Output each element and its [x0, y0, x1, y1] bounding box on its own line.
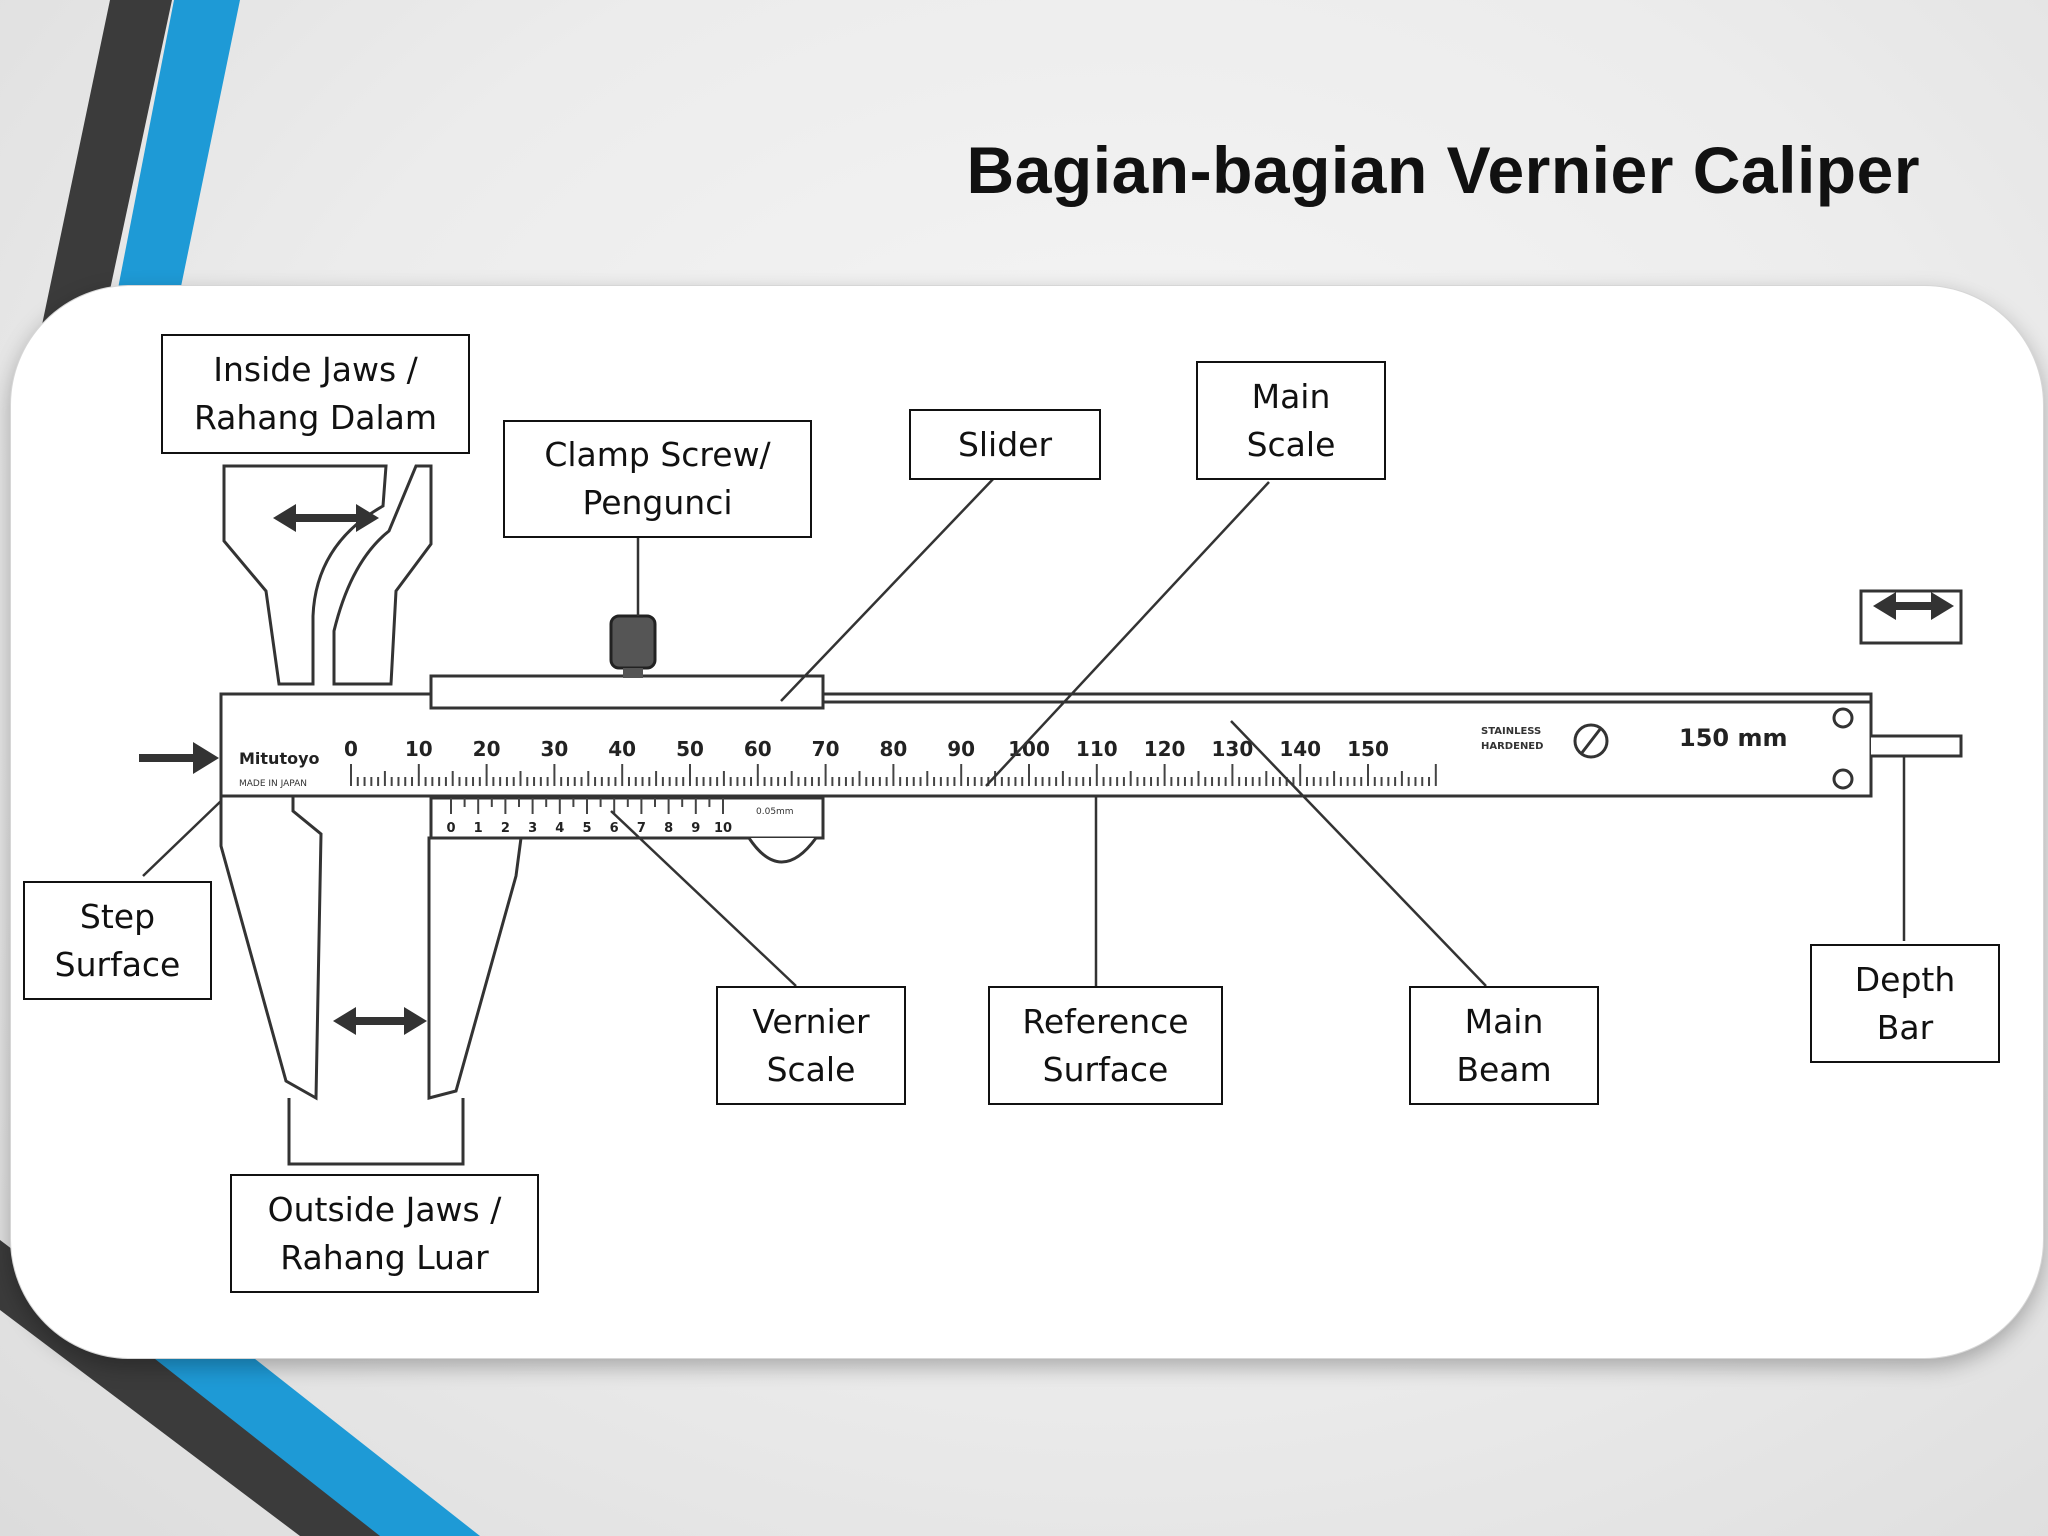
main-scale-number: 140 — [1279, 737, 1321, 761]
vernier-scale-ticks — [450, 798, 724, 814]
main-scale-number: 20 — [473, 737, 501, 761]
outside-jaw-object — [287, 1098, 465, 1166]
inside-jaw-movable — [332, 464, 433, 686]
label-depth-bar: Depth Bar — [1810, 944, 2000, 1063]
main-scale-number: 40 — [608, 737, 636, 761]
arrowhead — [333, 1007, 356, 1035]
vernier-scale-number: 8 — [664, 821, 673, 836]
caliper-stamp-2: HARDENED — [1481, 741, 1543, 752]
main-beam-outline — [219, 692, 1873, 798]
vernier-scale-number: 0 — [446, 821, 455, 836]
slider-top — [429, 674, 825, 710]
label-outside-jaws: Outside Jaws / Rahang Luar — [230, 1174, 539, 1293]
vernier-scale-number: 1 — [474, 821, 483, 836]
slide-title: Bagian-bagian Vernier Caliper — [966, 133, 1920, 207]
vernier-scale-number: 7 — [637, 821, 646, 836]
arrowhead — [404, 1007, 427, 1035]
main-scale-number: 150 — [1347, 737, 1389, 761]
beam-screw-top — [1832, 707, 1854, 729]
leader-main-scale — [985, 481, 1270, 787]
caliper-brand: Mitutoyo — [239, 749, 320, 768]
caliper-made-in: MADE IN JAPAN — [239, 779, 307, 789]
leader-slider — [780, 475, 997, 702]
leader-step-surface — [142, 800, 222, 877]
depth-bar-rod — [1871, 734, 1963, 758]
label-clamp-screw: Clamp Screw/ Pengunci — [503, 420, 812, 538]
main-scale-number: 120 — [1144, 737, 1186, 761]
label-main-scale: Main Scale — [1196, 361, 1386, 480]
main-scale-number: 110 — [1076, 737, 1118, 761]
outside-jaw-movable — [427, 836, 523, 1100]
main-scale-number: 130 — [1212, 737, 1254, 761]
vernier-scale-numbers: 0 1 2 3 4 5 6 7 8 9 10 — [446, 821, 732, 836]
arrowhead — [356, 504, 379, 532]
label-vernier-scale: Vernier Scale — [716, 986, 906, 1105]
leader-main-beam — [1230, 720, 1487, 987]
main-scale-number: 90 — [947, 737, 975, 761]
label-inside-jaws: Inside Jaws / Rahang Dalam — [161, 334, 470, 454]
vernier-resolution: 0.05mm — [756, 807, 794, 817]
vernier-scale-number: 9 — [691, 821, 700, 836]
clamp-screw-knob — [609, 614, 657, 670]
main-scale-ticks — [350, 764, 1437, 786]
vernier-scale-number: 3 — [528, 821, 537, 836]
brand-logo-slash — [1579, 727, 1603, 755]
beam-screw-bottom — [1832, 768, 1854, 790]
main-scale-number: 50 — [676, 737, 704, 761]
arrowhead — [273, 504, 296, 532]
label-slider: Slider — [909, 409, 1101, 480]
label-reference-surface: Reference Surface — [988, 986, 1223, 1105]
arrowhead — [1873, 592, 1896, 620]
main-scale-number: 30 — [540, 737, 568, 761]
main-scale-number: 60 — [744, 737, 772, 761]
caliper-stamp-1: STAINLESS — [1481, 726, 1541, 737]
main-scale-number: 0 — [344, 737, 358, 761]
blue-stripe-bottom — [150, 1355, 480, 1536]
clamp-screw-stem — [623, 668, 643, 678]
label-main-beam: Main Beam — [1409, 986, 1599, 1105]
main-scale-number: 70 — [812, 737, 840, 761]
vernier-scale-number: 4 — [555, 821, 564, 836]
blue-stripe-top — [108, 0, 240, 340]
thumb-wheel — [747, 837, 818, 864]
main-scale-number: 80 — [879, 737, 907, 761]
vernier-scale-number: 2 — [501, 821, 510, 836]
vernier-scale-number: 6 — [610, 821, 619, 836]
main-scale-number: 10 — [405, 737, 433, 761]
brand-logo-circle — [1573, 723, 1609, 759]
vernier-scale-number: 10 — [714, 821, 732, 836]
outside-jaw-fixed — [219, 794, 323, 1101]
vernier-scale-number: 5 — [582, 821, 591, 836]
arrowhead — [1931, 592, 1954, 620]
arrowhead — [193, 742, 219, 774]
caliper-range-label: 150 mm — [1679, 724, 1787, 752]
depth-bar-head — [1859, 589, 1963, 645]
leader-vernier-scale — [610, 810, 797, 987]
label-step-surface: Step Surface — [23, 881, 212, 1000]
